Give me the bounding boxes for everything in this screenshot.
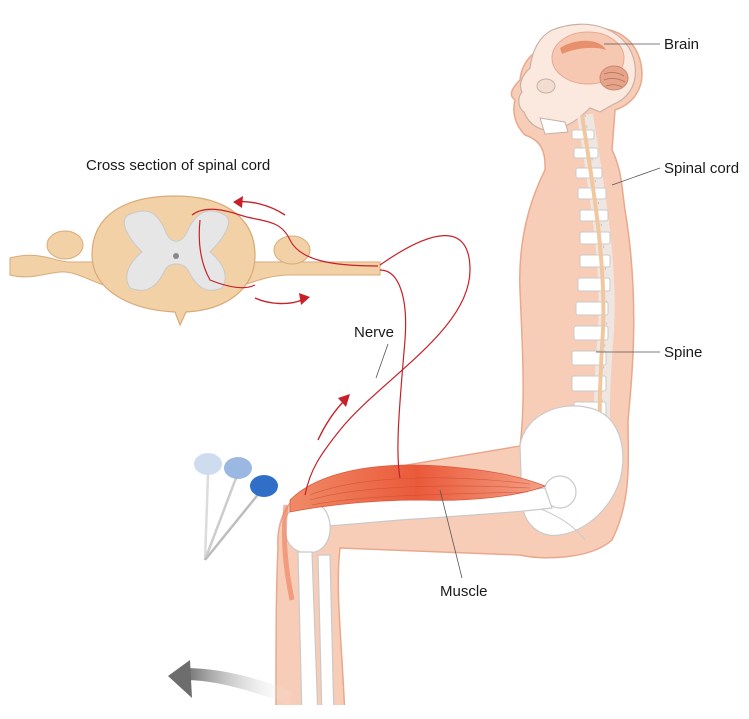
spine-label: Spine [664, 344, 702, 361]
cross-section-title: Cross section of spinal cord [86, 157, 270, 174]
muscle-label: Muscle [440, 583, 488, 600]
reflex-hammer-icon [194, 453, 278, 560]
bottom-blank-area [244, 705, 414, 719]
brain-label: Brain [664, 36, 699, 53]
nerve-label: Nerve [354, 324, 394, 341]
cross-section [10, 196, 380, 325]
spinal-cord-label: Spinal cord [664, 160, 739, 177]
